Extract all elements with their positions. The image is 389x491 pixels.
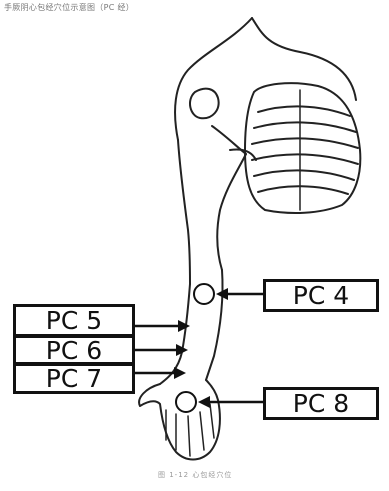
hand-outline (139, 380, 220, 460)
label-pc6: PC 6 (13, 335, 135, 365)
label-pc4: PC 4 (263, 279, 379, 312)
point-pc4 (194, 284, 214, 304)
label-pc5-text: PC 5 (46, 308, 102, 333)
point-pc8 (176, 392, 196, 412)
label-pc7: PC 7 (13, 363, 135, 394)
label-pc5: PC 5 (13, 304, 135, 337)
upper-arm-outer (178, 140, 190, 284)
label-pc7-text: PC 7 (46, 366, 102, 391)
footer-caption: 图 1-12 心包经穴位 (158, 470, 232, 480)
label-pc8: PC 8 (263, 387, 379, 420)
label-pc8-text: PC 8 (293, 391, 349, 416)
neck-outline (252, 18, 356, 100)
upper-arm-inner (217, 154, 246, 270)
shoulder-outline (175, 18, 252, 140)
ribcage-outline (245, 83, 360, 213)
label-pc4-text: PC 4 (293, 283, 349, 308)
label-pc6-text: PC 6 (46, 338, 102, 363)
shoulder-joint (190, 89, 219, 119)
